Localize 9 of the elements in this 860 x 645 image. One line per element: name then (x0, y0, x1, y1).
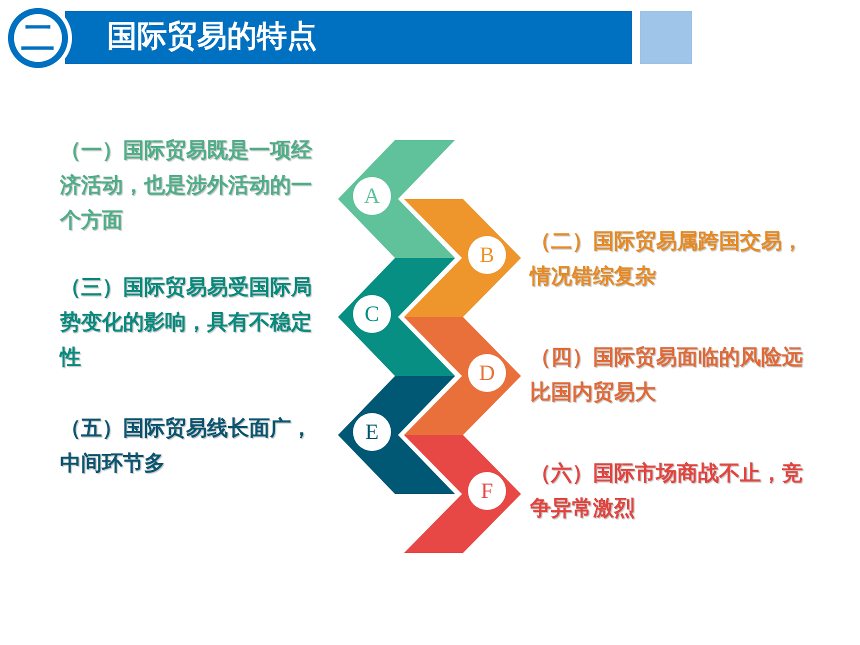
description-text: （六）国际市场商战不止，竞争异常激烈 (530, 460, 804, 522)
description-text: （五）国际贸易线长面广，中间环节多 (60, 415, 313, 477)
chevron-shape (404, 435, 521, 553)
description-text: （三）国际贸易易受国际局势变化的影响，具有不稳定性 (60, 274, 313, 371)
description-text: （二）国际贸易属跨国交易，情况错综复杂 (530, 228, 804, 290)
description-text: （一）国际贸易既是一项经济活动，也是涉外活动的一个方面 (60, 137, 314, 234)
section-number: 二 (20, 17, 56, 60)
title: 国际贸易的特点 (107, 18, 317, 56)
description-text: （四）国际贸易面临的风险远比国内贸易大 (530, 344, 804, 406)
